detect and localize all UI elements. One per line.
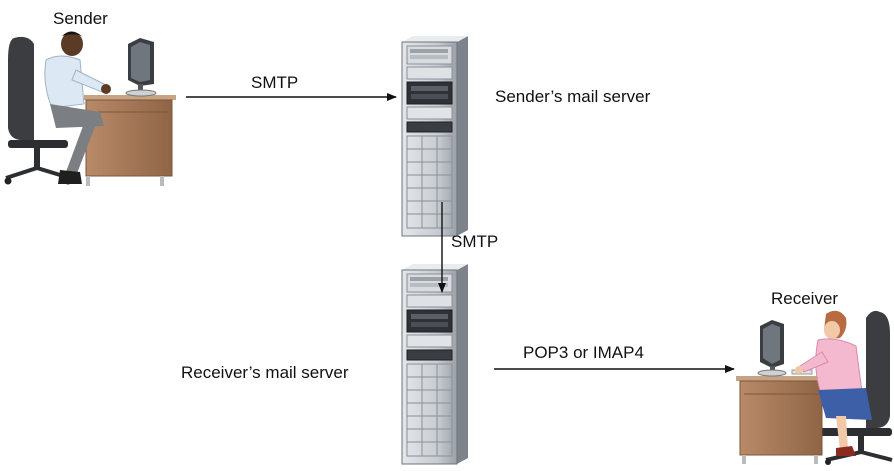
sender-label: Sender [53, 9, 108, 28]
pop3-imap4-label: POP3 or IMAP4 [523, 343, 644, 362]
monitor-icon [757, 320, 813, 377]
sender-server-icon [401, 35, 469, 237]
smtp-label-server: SMTP [451, 232, 499, 251]
sender-person-icon [4, 31, 176, 186]
desk-icon [736, 376, 828, 464]
smtp-label-sender: SMTP [251, 73, 299, 92]
receiver-server-icon [401, 263, 469, 465]
desk-icon [84, 95, 176, 186]
sender-server-label: Sender’s mail server [495, 87, 651, 106]
receiver-person-icon [736, 310, 893, 465]
receiver-label: Receiver [771, 289, 839, 308]
receiver-server-label: Receiver’s mail server [181, 363, 349, 382]
chair-icon [4, 36, 72, 185]
monitor-icon [125, 38, 157, 97]
